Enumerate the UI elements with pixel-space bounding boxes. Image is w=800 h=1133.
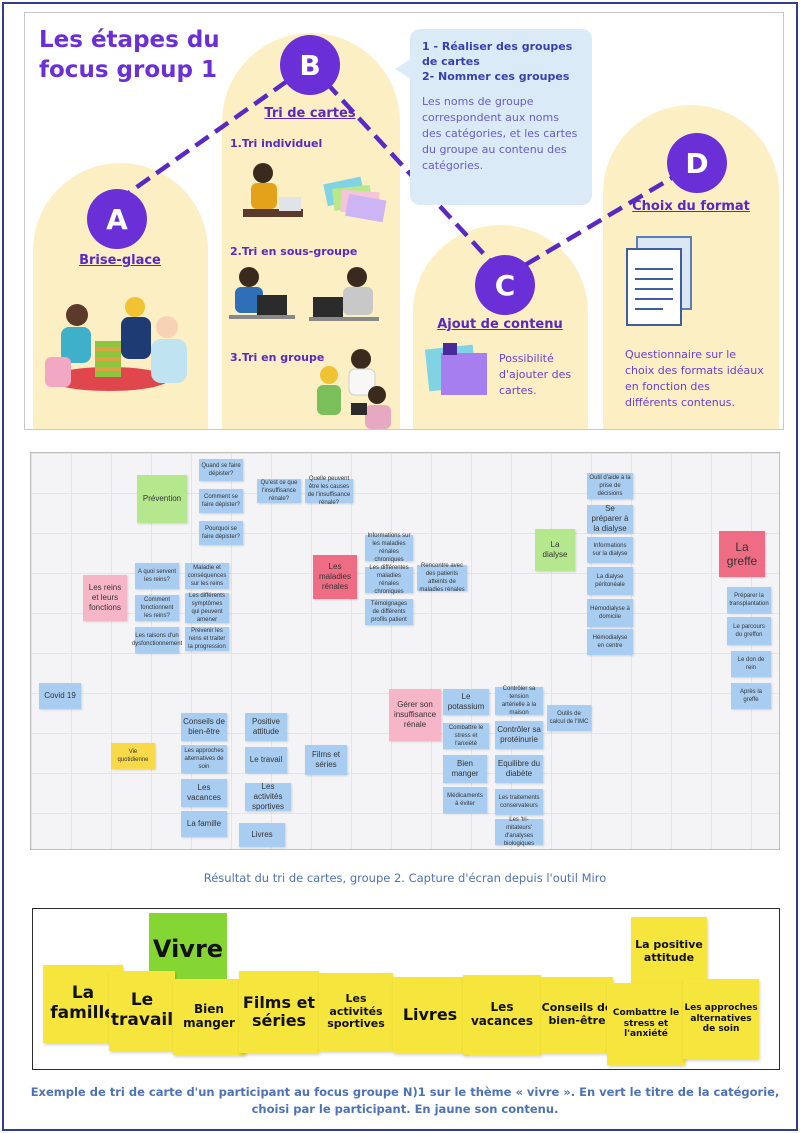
miro-note: Le parcours du greffon [727, 617, 771, 645]
sticky-example-box: Vivre La famille Le travail Bien manger … [32, 908, 780, 1070]
miro-note: Se préparer à la dialyse [587, 504, 633, 533]
card-note: Livres [393, 977, 467, 1053]
miro-note: Pourquoi se faire dépister? [199, 521, 243, 545]
card-note: Le travail [109, 971, 175, 1051]
miro-caption: Résultat du tri de cartes, groupe 2. Cap… [203, 871, 607, 885]
miro-note: Informations sur les maladies rénales ch… [365, 533, 413, 563]
miro-note: Hémodialyse à domicile [587, 599, 633, 627]
miro-note: La greffe [719, 531, 765, 577]
card-note: Les vacances [463, 975, 541, 1055]
step-d-desc: Questionnaire sur le choix des formats i… [625, 348, 764, 409]
step-d-title: Choix du format [632, 199, 750, 214]
miro-note: Les activités sportives [245, 782, 291, 811]
miro-note: Témoignages de différents profils patien… [365, 599, 413, 625]
miro-note: Le don de rein [731, 651, 771, 677]
miro-note: Informations sur la dialyse [587, 537, 633, 563]
miro-note: Les raisons d'un dysfonctionnement [132, 627, 182, 653]
miro-note: La dialyse péritonéale [587, 567, 633, 595]
add-cards-illustration [425, 343, 487, 395]
miro-note: Contrôler sa protéinurie [495, 721, 543, 749]
step-b-sub-subgroup: 2.Tri en sous-groupe [230, 245, 358, 258]
step-a-circle: A [87, 189, 147, 249]
miro-note: Contrôler sa tension artérielle à la mai… [495, 686, 543, 716]
card-note: Les approches alternatives de soin [683, 979, 759, 1059]
card-note: Conseils de bien-être [541, 977, 613, 1053]
miro-note: Les différentes maladies rénales chroniq… [365, 565, 413, 595]
step-path [115, 63, 699, 279]
callout-box: 1 - Réaliser des groupes de cartes 2- No… [410, 29, 592, 205]
miro-note: Vie quotidienne [111, 743, 155, 769]
focus-group-infographic: Les étapes du focus group 1 A B C D Bris… [24, 12, 784, 430]
miro-note: Conseils de bien-être [181, 713, 227, 741]
step-b-sub-individual: 1.Tri individuel [230, 137, 323, 150]
miro-note: Livres [239, 823, 285, 847]
step-b-circle: B [280, 35, 340, 95]
miro-note: A quoi servent les reins? [135, 563, 179, 589]
miro-note: Gérer son insuffisance rénale [389, 689, 441, 741]
miro-note: Quelle peuvent être les causes de l'insu… [305, 476, 353, 506]
miro-note: Outils de calcul de l'IMC [547, 705, 591, 731]
card-note: La positive attitude [631, 917, 707, 987]
miro-note: Comment fonctionnent les reins? [135, 595, 179, 621]
arch-b [222, 33, 400, 429]
step-c-title: Ajout de contenu [437, 317, 563, 332]
miro-note: Covid 19 [39, 683, 81, 709]
miro-note: Rencontre avec des patients atteints de … [417, 563, 467, 593]
miro-note: Quand se faire dépister? [199, 459, 243, 481]
step-b-title: Tri de cartes [264, 106, 356, 121]
miro-note: Les approches alternatives de soin [181, 745, 227, 773]
miro-board: Quand se faire dépister? Qu'est ce que l… [30, 452, 780, 850]
miro-note: Les reins et leurs fonctions [83, 575, 127, 621]
miro-note: Equilibre du diabète [495, 755, 543, 783]
miro-note: Films et séries [305, 745, 347, 775]
callout-item-2: 2- Nommer ces groupes [422, 70, 570, 83]
miro-note: Les traitements conservateurs [495, 789, 543, 815]
miro-note: Préparer la transplantation [727, 587, 771, 613]
miro-note: Les différents symptômes qui peuvent ame… [185, 593, 229, 623]
card-note: Films et séries [239, 971, 319, 1053]
callout-item-1: 1 - Réaliser des groupes de cartes [422, 40, 573, 68]
miro-note: Médicaments à éviter [443, 787, 487, 813]
card-note: Les activités sportives [319, 973, 393, 1051]
step-d-circle: D [667, 133, 727, 193]
step-b-sub-group: 3.Tri en groupe [230, 351, 325, 364]
card-note: Bien manger [173, 979, 245, 1055]
example-caption: Exemple de tri de carte d'un participant… [30, 1085, 780, 1116]
miro-note: Les 'tri-mitateurs' d'analyses biologiqu… [495, 817, 543, 847]
step-c-circle: C [475, 255, 535, 315]
card-note: Combattre le stress et l'anxiété [607, 983, 685, 1065]
miro-note: Le potassium [443, 689, 489, 715]
callout-pointer [395, 59, 411, 79]
miro-note: Prévenir les reins et traiter la progres… [185, 627, 229, 651]
miro-note: Outil d'aide à la prise de décisions [587, 473, 633, 499]
miro-note: Prévention [137, 475, 187, 523]
miro-note: Le travail [245, 747, 287, 773]
documents-illustration [626, 236, 692, 326]
miro-note: Bien manger [443, 755, 487, 783]
infographic-title: Les étapes du focus group 1 [39, 27, 220, 83]
miro-note: La dialyse [535, 529, 575, 571]
miro-note: Après la greffe [731, 683, 771, 709]
miro-note: Maladie et conséquences sur les reins [185, 563, 229, 589]
step-c-desc: Possibilité d'ajouter des cartes. [499, 352, 572, 397]
miro-note: Combattre le stress et l'anxiété [443, 723, 489, 749]
miro-note: Les maladies rénales [313, 555, 357, 599]
miro-note: La famille [181, 811, 227, 837]
individual-sort-illustration [243, 163, 387, 223]
subgroup-sort-illustration [229, 267, 379, 321]
step-a-title: Brise-glace [79, 253, 161, 268]
miro-note: Comment se faire dépister? [199, 489, 243, 513]
icebreaker-illustration [45, 297, 187, 391]
group-sort-illustration [317, 349, 391, 429]
callout-text: Les noms de groupe correspondent aux nom… [422, 95, 578, 172]
miro-note: Hémodialyse en centre [587, 629, 633, 655]
miro-note: Les vacances [181, 779, 227, 807]
miro-note: Positive attitude [245, 713, 287, 741]
miro-note: Qu'est ce que l'insuffisance rénale? [257, 479, 301, 503]
